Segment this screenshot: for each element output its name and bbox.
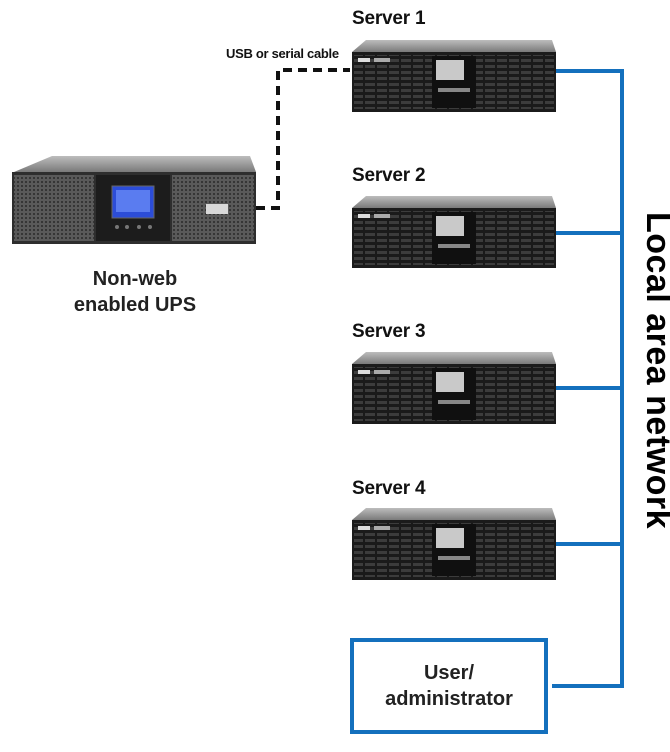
ups-label-line1: Non-web <box>92 268 178 290</box>
ups-label: Non-web enabled UPS <box>50 266 220 318</box>
server-4-device <box>352 508 556 580</box>
server-2-label: Server 2 <box>352 165 426 186</box>
usb-serial-cable <box>256 68 350 210</box>
user-box-line1: User/ <box>423 662 475 684</box>
user-box-line2: administrator <box>385 688 513 710</box>
ups-device <box>12 156 256 244</box>
server-1-label: Server 1 <box>352 8 426 29</box>
server-1-device <box>352 40 556 112</box>
ups-label-line2: enabled UPS <box>73 294 197 316</box>
server-2-device <box>352 196 556 268</box>
server-3-device <box>352 352 556 424</box>
lan-backbone <box>552 69 624 688</box>
network-label: Local area network <box>639 212 670 530</box>
server-3-label: Server 3 <box>352 321 426 342</box>
lan-lines <box>552 69 624 688</box>
cable-label: USB or serial cable <box>226 46 339 61</box>
user-administrator-box: User/ administrator <box>350 638 548 734</box>
server-4-label: Server 4 <box>352 478 426 499</box>
